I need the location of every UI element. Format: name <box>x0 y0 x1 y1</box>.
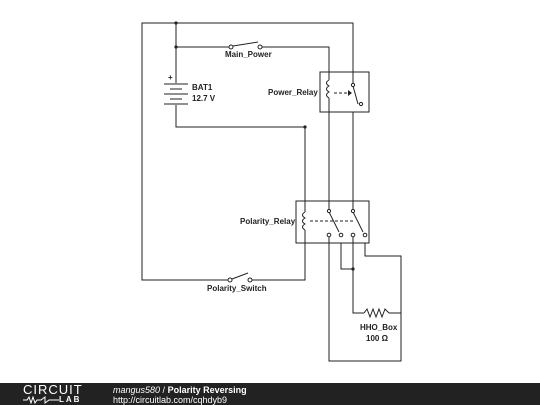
label-main-power: Main_Power <box>225 50 272 59</box>
wire-polarity-switch <box>250 243 306 281</box>
wire-out-b <box>352 243 364 314</box>
waveform-icon <box>23 396 59 404</box>
label-polarity-relay: Polarity_Relay <box>240 217 296 226</box>
polarity-switch <box>227 272 253 283</box>
circuitlab-logo[interactable]: CIRCUIT LAB <box>23 382 101 404</box>
credit-line: mangus580 / Polarity Reversing <box>113 385 247 395</box>
junction-dot <box>351 267 355 271</box>
wire-out-a <box>340 236 353 270</box>
wire-main-power-out <box>260 46 330 72</box>
wire-top-right <box>176 22 354 72</box>
wire-battery-bottom <box>175 105 306 201</box>
power-relay <box>319 71 370 113</box>
credit-separator: / <box>160 385 168 395</box>
label-power-relay: Power_Relay <box>268 88 318 97</box>
circuit-schematic: Main_Power + BAT1 12.7 V Power_Relay <box>141 21 402 362</box>
label-polarity-switch: Polarity_Switch <box>207 284 267 293</box>
junction-dot <box>174 45 178 49</box>
junction-dot <box>174 21 178 25</box>
label-hho-box: HHO_Box <box>360 323 398 332</box>
polarity-relay <box>295 200 370 244</box>
wire-left-loop <box>141 22 230 281</box>
label-hho-resistance: 100 Ω <box>366 334 389 343</box>
brand-circuit: CIRCUIT <box>23 382 83 397</box>
circuit-title: Polarity Reversing <box>167 385 247 395</box>
main-power-switch <box>228 41 263 50</box>
circuit-url[interactable]: http://circuitlab.com/cqhdyb9 <box>113 395 228 405</box>
junction-dot <box>303 125 307 129</box>
footer-bar: CIRCUIT LAB mangus580 / Polarity Reversi… <box>0 383 540 405</box>
resistor-symbol <box>363 307 390 319</box>
battery-symbol <box>164 83 188 105</box>
brand-lab: LAB <box>59 395 82 404</box>
label-bat1: BAT1 <box>192 83 213 92</box>
label-bat1-voltage: 12.7 V <box>192 94 216 103</box>
wire-out-c <box>328 236 402 362</box>
author-link[interactable]: mangus580 <box>113 385 161 395</box>
battery-plus-sign: + <box>168 73 173 82</box>
